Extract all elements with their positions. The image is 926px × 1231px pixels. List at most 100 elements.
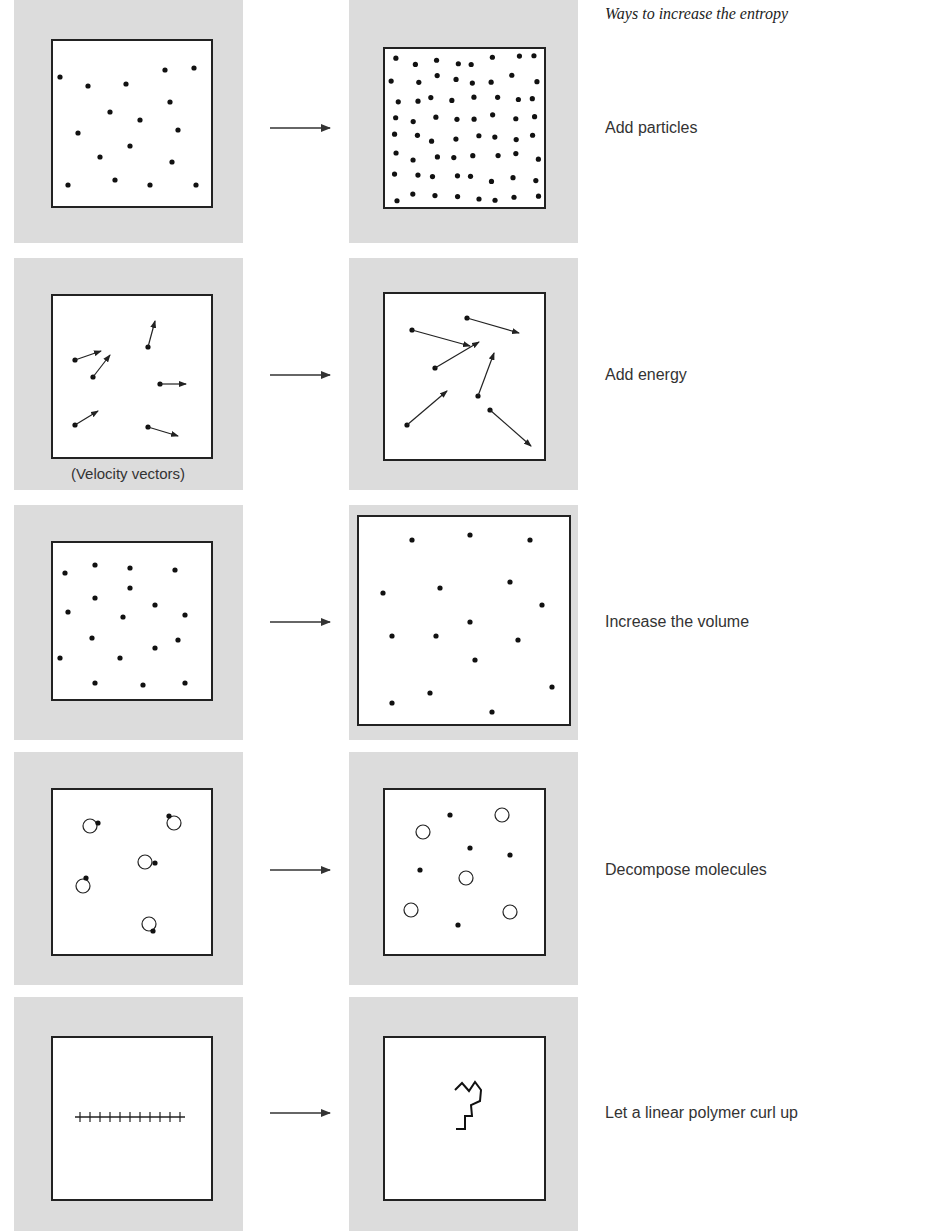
particle-dot [380,590,385,595]
particle-dot [517,53,522,58]
particle-dot [112,177,117,182]
particle-dot [389,633,394,638]
polymer-unit [159,1112,160,1122]
particle-dot [516,97,521,102]
particle-dot [429,139,434,144]
polymer-unit [179,1112,180,1122]
particle-dot [166,813,171,818]
particle-dot [511,195,516,200]
particle-dot [433,115,438,120]
caption-label: (Velocity vectors) [71,465,185,482]
atom-circle [495,808,509,822]
particle-dot [410,191,415,196]
velocity-vector [467,318,519,333]
particle-dot [83,875,88,880]
particle-dot [471,95,476,100]
velocity-vector [435,342,479,368]
particle-dot [470,153,475,158]
particle-dot [137,117,142,122]
velocity-vector [75,351,101,360]
grey-panel [14,505,243,740]
particle-dot [172,567,177,572]
particle-dot [123,81,128,86]
particle-dot [507,852,512,857]
particle-dot [530,96,535,101]
particle-dot [120,614,125,619]
particle-dot [513,151,518,156]
particle-dot [453,136,458,141]
particle-dot [433,633,438,638]
particle-dot [495,95,500,100]
polymer-unit [119,1112,120,1122]
atom-circle [416,825,430,839]
particle-dot [410,157,415,162]
particle-dot [191,65,196,70]
grey-panel [14,752,243,985]
particle-dot [449,98,454,103]
particle-dot [107,109,112,114]
atom-circle [138,855,152,869]
particle-dot [95,820,100,825]
velocity-vector [160,383,186,384]
container-box [384,48,545,208]
container-box [52,1037,212,1200]
grey-panel [349,752,578,985]
particle-dot [455,194,460,199]
particle-dot [92,595,97,600]
particle-dot [427,690,432,695]
transition-arrow [270,869,330,871]
particle-dot [97,154,102,159]
particle-dot [411,119,416,124]
particle-dot [527,537,532,542]
particle-dot [150,928,155,933]
particle-dot [140,682,145,687]
particle-dot [490,112,495,117]
particle-dot [509,73,514,78]
particle-dot [447,812,452,817]
polymer-unit [129,1112,130,1122]
velocity-vector [478,353,494,396]
particle-dot [393,150,398,155]
particle-dot [182,612,187,617]
polymer-unit [89,1112,90,1122]
particle-dot [394,198,399,203]
particle-dot [162,67,167,72]
container-box [384,1037,545,1200]
particle-dot [435,154,440,159]
particle-dot [489,80,494,85]
polymer-unit [99,1112,100,1122]
particle-dot [389,78,394,83]
particle-dot [470,80,475,85]
grey-panel [14,997,243,1231]
particle-dot [430,174,435,179]
particle-dot [127,565,132,570]
particle-dot [432,193,437,198]
particle-dot [489,179,494,184]
particle-dot [147,182,152,187]
particle-dot [467,619,472,624]
particle-dot [471,117,476,122]
particle-dot [193,182,198,187]
particle-dot [468,174,473,179]
velocity-vector [93,355,110,377]
particle-dot [416,80,421,85]
atom-circle [503,905,517,919]
particle-dot [117,655,122,660]
atom-circle [404,903,418,917]
particle-dot [127,585,132,590]
particle-dot [437,585,442,590]
particle-dot [175,637,180,642]
particle-dot [492,198,497,203]
container-box [358,516,570,725]
velocity-vector [75,411,98,425]
transition-arrow [270,1112,330,1114]
particle-dot [467,845,472,850]
particle-dot [415,133,420,138]
particle-dot [534,79,539,84]
particle-dot [495,153,500,158]
container-box [52,295,212,458]
step-label: Add energy [605,366,687,384]
transition-arrow [270,374,330,376]
particle-dot [89,635,94,640]
diagram-title: Ways to increase the entropy [605,5,788,23]
